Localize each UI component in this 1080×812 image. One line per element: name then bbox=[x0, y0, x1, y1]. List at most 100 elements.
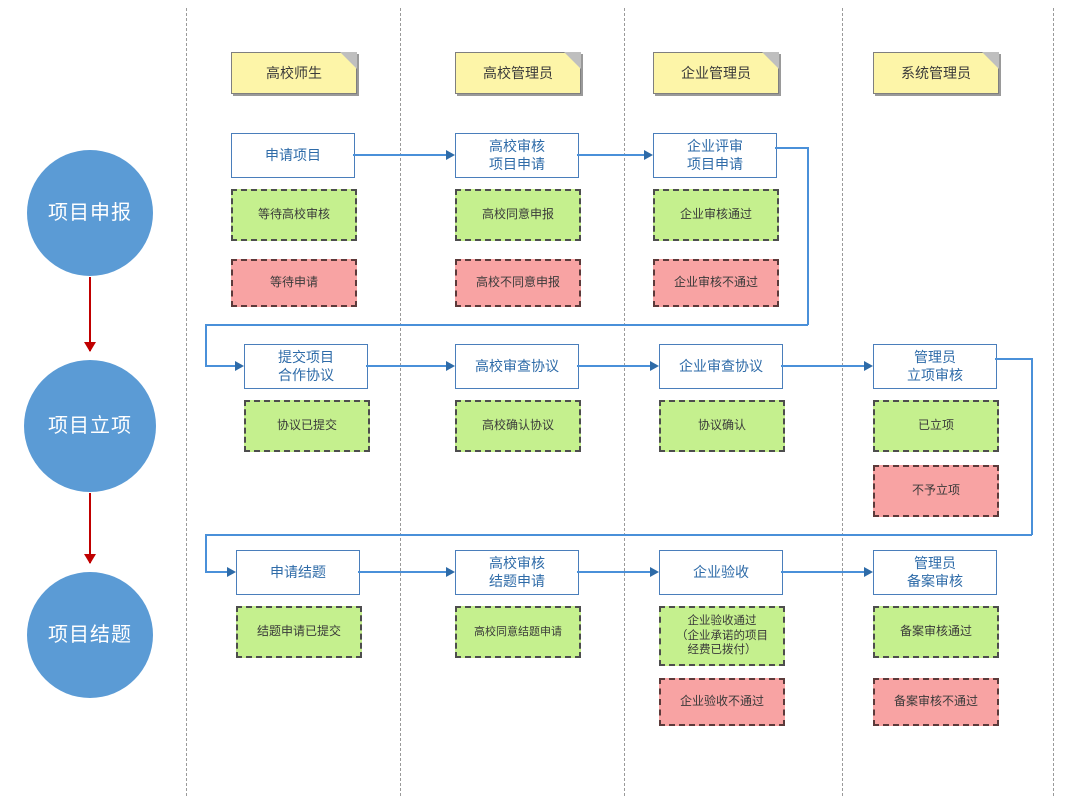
connector-arrowhead bbox=[864, 567, 873, 577]
status-label: 不予立项 bbox=[911, 483, 960, 498]
status-label: 企业审核通过 bbox=[679, 207, 752, 222]
lane-separator-4 bbox=[1053, 8, 1054, 796]
connector-r1-to-r2-seg1 bbox=[775, 147, 808, 149]
connector-r2-c1-c2 bbox=[366, 365, 446, 367]
lane-separator-2 bbox=[624, 8, 625, 796]
phase-arrow-head bbox=[84, 342, 96, 352]
status-box-ok-r3c4[interactable]: 备案审核通过 bbox=[873, 606, 999, 658]
status-label: 高校同意申报 bbox=[481, 207, 554, 222]
phase-arrow-head bbox=[84, 554, 96, 564]
status-label: 高校不同意申报 bbox=[475, 275, 560, 290]
process-label: 企业评审项目申请 bbox=[687, 138, 743, 172]
status-label: 高校同意结题申请 bbox=[474, 625, 562, 638]
process-box-r2c1[interactable]: 提交项目合作协议 bbox=[244, 344, 368, 389]
status-box-no-r3c4[interactable]: 备案审核不通过 bbox=[873, 678, 999, 726]
phase-circle-project-application[interactable]: 项目申报 bbox=[27, 150, 153, 276]
connector-r1-to-r2-seg5 bbox=[205, 365, 235, 367]
phase-circle-project-closure[interactable]: 项目结题 bbox=[27, 572, 153, 698]
process-box-r3c4[interactable]: 管理员备案审核 bbox=[873, 550, 997, 595]
connector-r1-to-r2-seg3 bbox=[205, 324, 808, 326]
process-box-r1c3[interactable]: 企业评审项目申请 bbox=[653, 133, 777, 178]
connector-arrowhead bbox=[644, 150, 653, 160]
process-label: 提交项目合作协议 bbox=[278, 349, 334, 383]
connector-r1-to-r2-seg4 bbox=[205, 324, 207, 366]
process-label: 高校审查协议 bbox=[475, 357, 559, 374]
connector-arrowhead bbox=[235, 361, 244, 371]
status-box-ok-r1c3[interactable]: 企业审核通过 bbox=[653, 189, 779, 241]
process-label: 高校审核结题申请 bbox=[489, 555, 545, 589]
status-label: 备案审核通过 bbox=[899, 624, 972, 639]
status-label: 协议已提交 bbox=[276, 418, 337, 433]
status-box-ok-r1c2[interactable]: 高校同意申报 bbox=[455, 189, 581, 241]
lane-header-label: 企业管理员 bbox=[681, 65, 751, 81]
process-box-r3c3[interactable]: 企业验收 bbox=[659, 550, 783, 595]
status-label: 协议确认 bbox=[697, 418, 746, 433]
folded-corner-icon bbox=[340, 52, 357, 69]
status-label: 高校确认协议 bbox=[481, 418, 554, 433]
connector-r1-to-r2-seg2 bbox=[807, 147, 809, 325]
status-box-ok-r1c1[interactable]: 等待高校审核 bbox=[231, 189, 357, 241]
process-box-r2c2[interactable]: 高校审查协议 bbox=[455, 344, 579, 389]
lane-separator-3 bbox=[842, 8, 843, 796]
connector-arrowhead bbox=[864, 361, 873, 371]
status-box-no-r1c1[interactable]: 等待申请 bbox=[231, 259, 357, 307]
lane-header-note-1[interactable]: 高校管理员 bbox=[455, 52, 581, 94]
connector-r2-to-r3-seg2 bbox=[1031, 358, 1033, 535]
lane-header-label: 高校师生 bbox=[266, 65, 322, 81]
status-box-ok-r2c4[interactable]: 已立项 bbox=[873, 400, 999, 452]
status-box-ok-r2c2[interactable]: 高校确认协议 bbox=[455, 400, 581, 452]
phase-arrow-stem bbox=[89, 277, 91, 351]
status-box-ok-r2c3[interactable]: 协议确认 bbox=[659, 400, 785, 452]
connector-arrowhead bbox=[650, 361, 659, 371]
process-box-r3c1[interactable]: 申请结题 bbox=[236, 550, 360, 595]
process-label: 企业审查协议 bbox=[679, 357, 763, 374]
process-label: 申请项目 bbox=[265, 146, 321, 163]
lane-separator-0 bbox=[186, 8, 187, 796]
process-label: 管理员立项审核 bbox=[907, 349, 963, 383]
connector-arrowhead bbox=[446, 361, 455, 371]
status-box-ok-r3c2[interactable]: 高校同意结题申请 bbox=[455, 606, 581, 658]
connector-r3-c3-c4 bbox=[781, 571, 864, 573]
lane-header-note-0[interactable]: 高校师生 bbox=[231, 52, 357, 94]
connector-r2-to-r3-seg1 bbox=[995, 358, 1032, 360]
phase-label: 项目申报 bbox=[48, 202, 132, 224]
phase-arrow-stem bbox=[89, 493, 91, 563]
connector-r2-c3-c4 bbox=[781, 365, 864, 367]
connector-arrowhead bbox=[227, 567, 236, 577]
status-label: 企业验收通过（企业承诺的项目经费已拨付） bbox=[676, 614, 768, 657]
connector-arrowhead bbox=[446, 150, 455, 160]
connector-r2-to-r3-seg3 bbox=[205, 534, 1032, 536]
connector-r2-to-r3-seg5 bbox=[205, 571, 227, 573]
status-box-no-r1c2[interactable]: 高校不同意申报 bbox=[455, 259, 581, 307]
connector-r3-c1-c2 bbox=[358, 571, 446, 573]
status-label: 已立项 bbox=[917, 418, 954, 433]
lane-header-label: 高校管理员 bbox=[483, 65, 553, 81]
process-label: 高校审核项目申请 bbox=[489, 138, 545, 172]
lane-header-note-2[interactable]: 企业管理员 bbox=[653, 52, 779, 94]
status-box-no-r3c3[interactable]: 企业验收不通过 bbox=[659, 678, 785, 726]
connector-r2-to-r3-seg4 bbox=[205, 534, 207, 572]
connector-r1-c1-c2 bbox=[353, 154, 446, 156]
phase-label: 项目结题 bbox=[48, 624, 132, 646]
status-box-no-r2c4[interactable]: 不予立项 bbox=[873, 465, 999, 517]
status-box-no-r1c3[interactable]: 企业审核不通过 bbox=[653, 259, 779, 307]
lane-separator-1 bbox=[400, 8, 401, 796]
status-box-ok-r3c3[interactable]: 企业验收通过（企业承诺的项目经费已拨付） bbox=[659, 606, 785, 666]
status-label: 备案审核不通过 bbox=[893, 694, 978, 709]
phase-circle-project-initiation[interactable]: 项目立项 bbox=[24, 360, 156, 492]
lane-header-note-3[interactable]: 系统管理员 bbox=[873, 52, 999, 94]
connector-arrowhead bbox=[446, 567, 455, 577]
process-box-r1c1[interactable]: 申请项目 bbox=[231, 133, 355, 178]
status-box-ok-r3c1[interactable]: 结题申请已提交 bbox=[236, 606, 362, 658]
process-box-r2c3[interactable]: 企业审查协议 bbox=[659, 344, 783, 389]
phase-arrow-1 bbox=[83, 277, 97, 352]
process-label: 管理员备案审核 bbox=[907, 555, 963, 589]
process-box-r1c2[interactable]: 高校审核项目申请 bbox=[455, 133, 579, 178]
connector-r2-c2-c3 bbox=[577, 365, 650, 367]
process-box-r3c2[interactable]: 高校审核结题申请 bbox=[455, 550, 579, 595]
process-box-r2c4[interactable]: 管理员立项审核 bbox=[873, 344, 997, 389]
phase-label: 项目立项 bbox=[48, 415, 132, 437]
status-box-ok-r2c1[interactable]: 协议已提交 bbox=[244, 400, 370, 452]
process-label: 申请结题 bbox=[270, 563, 326, 580]
